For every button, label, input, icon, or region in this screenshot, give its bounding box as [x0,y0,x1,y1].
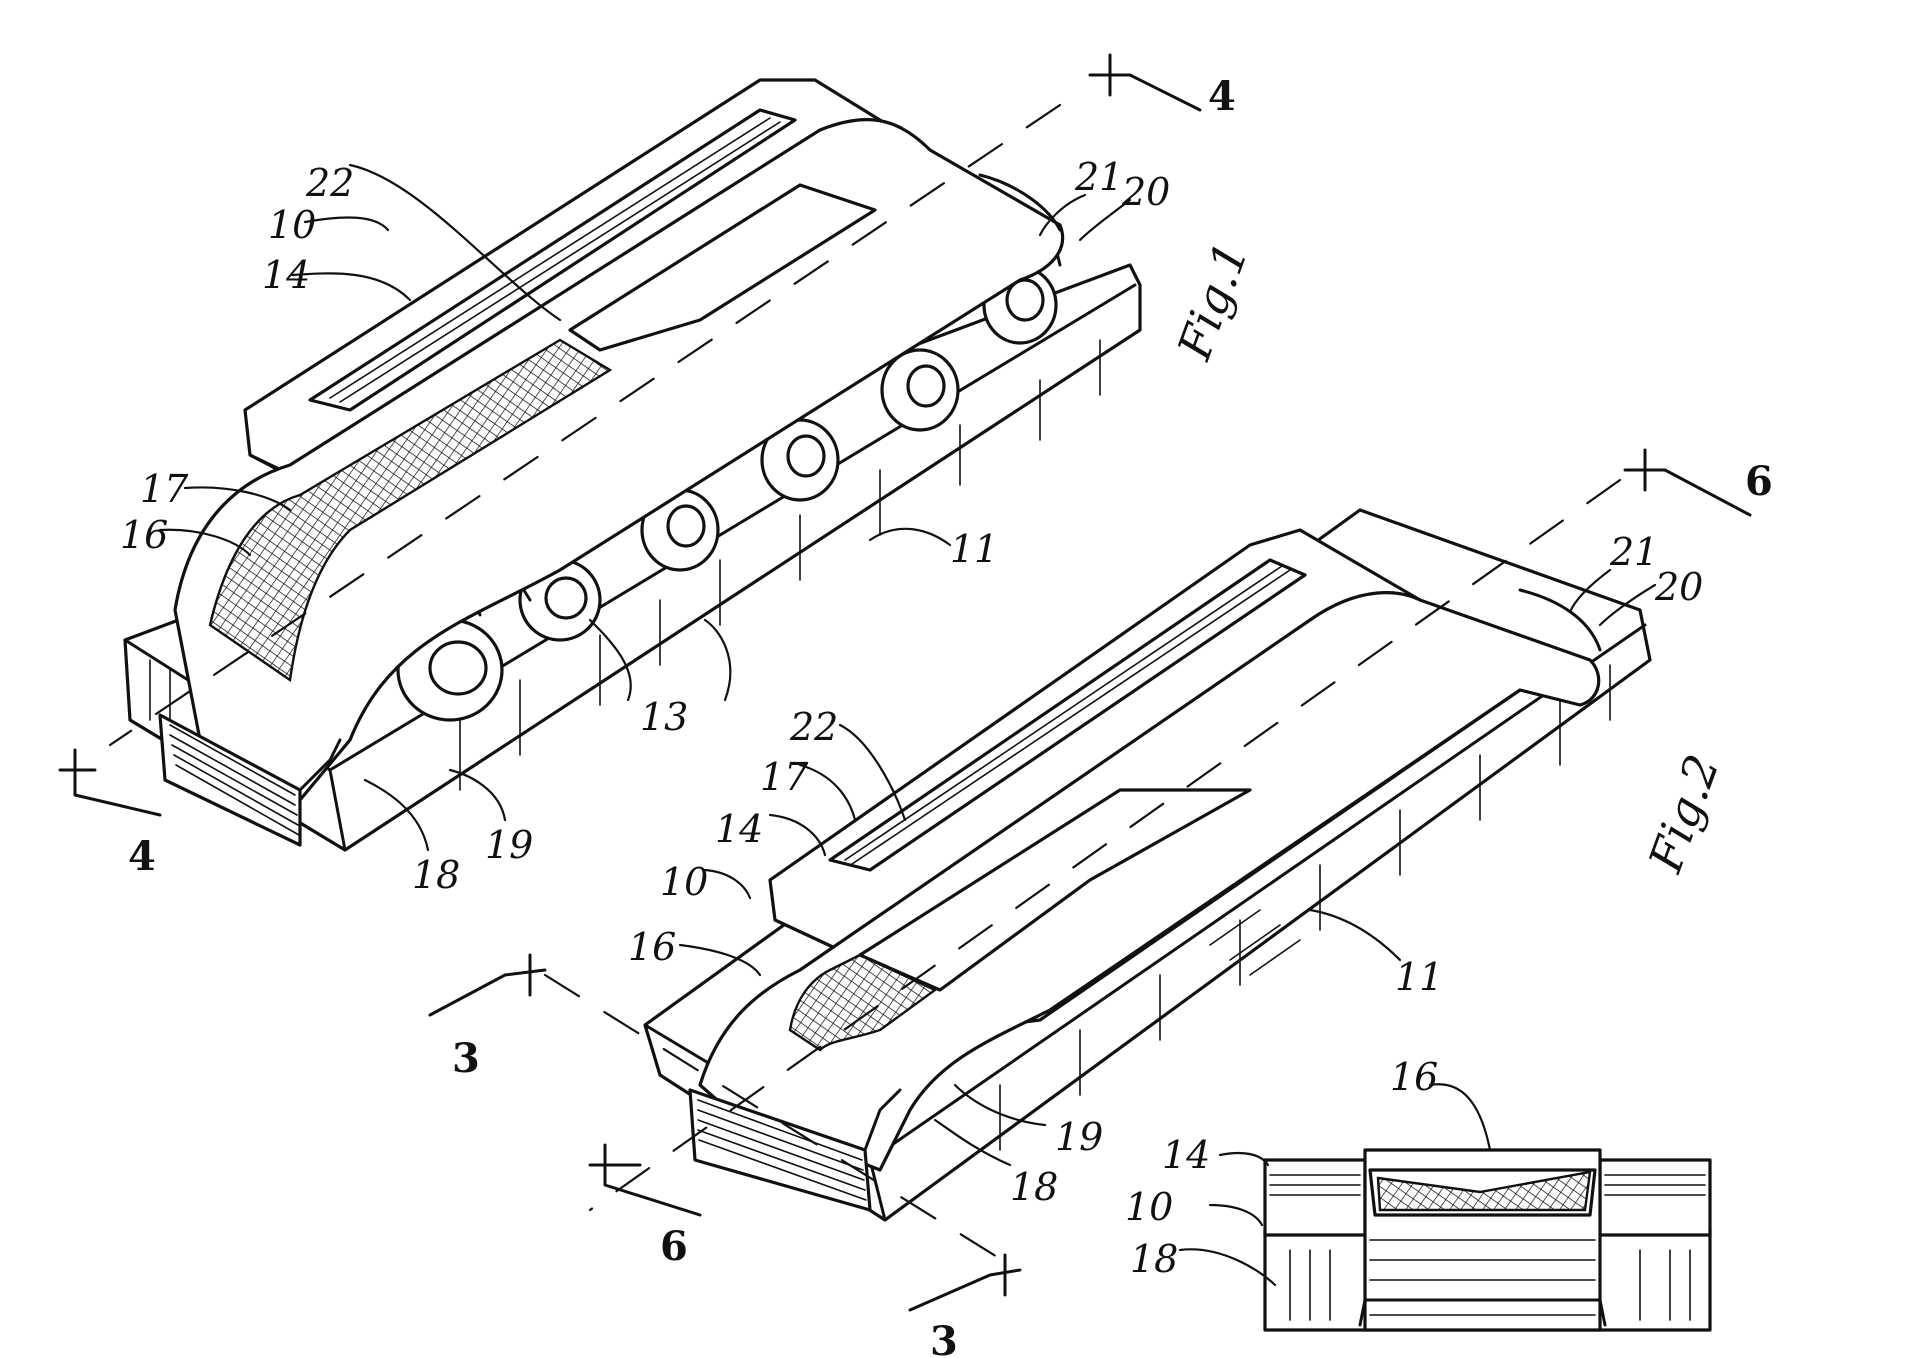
section-mark-6-top: 6 [1745,458,1773,505]
fig2-ref-22: 22 [789,705,838,749]
fig1-ref-16: 16 [120,513,168,557]
fig3-ref-18: 18 [1130,1237,1178,1281]
fig2-ref-18: 18 [1010,1165,1058,1209]
fig1-ref-17: 17 [140,467,189,511]
fig1-label: Fig.1 [1167,235,1259,367]
fig2-ref-16: 16 [628,925,676,969]
fig3-ref-10: 10 [1125,1185,1173,1229]
fig2-ref-19: 19 [1055,1115,1103,1159]
section-mark-4-top: 4 [1208,73,1236,120]
fig1-ref-13: 13 [640,695,688,739]
fig1-ref-21: 21 [1074,155,1123,199]
section-mark-6-lower: 6 [660,1223,688,1270]
fig2-ref-21: 21 [1609,530,1658,574]
fig2-ref-17: 17 [760,755,809,799]
fig2-ref-11: 11 [1395,955,1443,999]
fig1-ref-19: 19 [485,823,533,867]
fig3-ref-16: 16 [1390,1055,1438,1099]
fig2-label: Fig.2 [1638,748,1730,880]
section-mark-4-bottom: 4 [128,833,156,880]
fig1-ref-22: 22 [305,161,354,205]
fig1-ref-20: 20 [1121,170,1170,214]
fig2-ref-20: 20 [1654,565,1703,609]
section-mark-3-bottom: 3 [930,1318,958,1358]
fig1-ref-11: 11 [950,527,998,571]
fig1-ref-10: 10 [268,203,316,247]
fig1-ref-18: 18 [412,853,460,897]
section-mark-3-left: 3 [452,1035,480,1082]
fig1-ref-14: 14 [262,253,310,297]
fig2-ref-14: 14 [715,807,763,851]
fig3-ref-14: 14 [1162,1133,1210,1177]
figure-3: 16 14 10 18 [1125,1055,1710,1330]
fig3-end-view [1265,1150,1710,1330]
fig2-ref-10: 10 [660,860,708,904]
